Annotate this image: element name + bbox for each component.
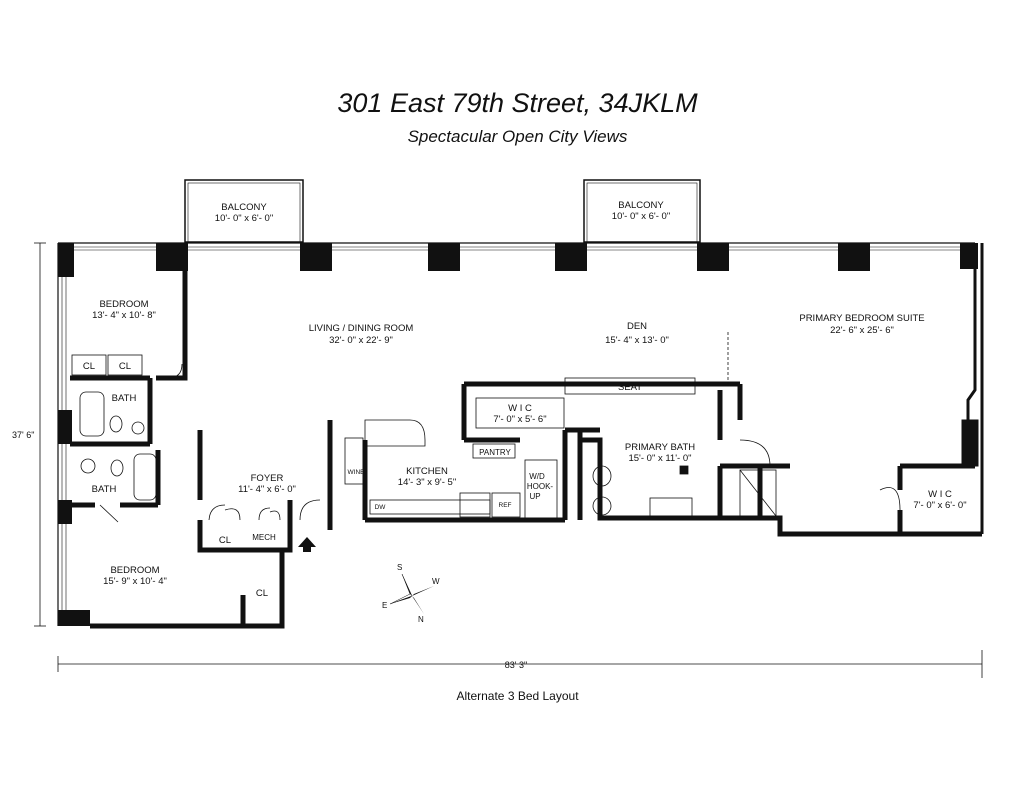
mech-label: MECH <box>252 533 276 542</box>
kitchen-name: KITCHEN <box>406 466 448 477</box>
bath-label-upper: BATH <box>112 393 137 404</box>
dw-label: DW <box>375 504 387 511</box>
compass-n: N <box>418 615 424 624</box>
balcony-left-name: BALCONY <box>221 202 267 213</box>
ref-label: REF <box>499 502 512 509</box>
foyer-size: 11'- 4" x 6'- 0" <box>238 484 296 495</box>
overall-width-dim: 83' 3" <box>505 660 527 670</box>
structural-columns <box>58 243 978 626</box>
balcony-right <box>583 179 701 243</box>
fixtures <box>71 332 901 523</box>
kitchen-size: 14'- 3" x 9'- 5" <box>398 477 456 488</box>
primary-suite-name: PRIMARY BEDROOM SUITE <box>799 313 924 324</box>
compass-rose-icon <box>389 573 434 614</box>
cl-label-3: CL <box>219 535 231 546</box>
plan-title: 301 East 79th Street, 34JKLM <box>337 88 698 118</box>
wine-label: WINE <box>348 469 366 476</box>
pantry-label: PANTRY <box>479 448 511 457</box>
compass-w: W <box>432 577 440 586</box>
exterior-wall-right <box>961 243 984 534</box>
bedroom-top-size: 13'- 4" x 10'- 8" <box>92 310 156 321</box>
den-size: 15'- 4" x 13'- 0" <box>605 335 669 346</box>
cl-label-1: CL <box>83 361 95 372</box>
entry-arrow-icon <box>298 537 316 552</box>
balcony-left-size: 10'- 0" x 6'- 0" <box>215 213 273 224</box>
bedroom-bottom-size: 15'- 9" x 10'- 4" <box>103 576 167 587</box>
plan-caption: Alternate 3 Bed Layout <box>456 689 579 703</box>
bath-label-lower: BATH <box>92 484 117 495</box>
living-name: LIVING / DINING ROOM <box>309 323 414 334</box>
balcony-right-size: 10'- 0" x 6'- 0" <box>612 211 670 222</box>
seat-label: SEAT <box>618 382 642 393</box>
window-wall-top <box>58 242 975 251</box>
cl-label-4: CL <box>256 588 268 599</box>
wd-label-2: HOOK- <box>527 482 554 491</box>
wic-2-name: W I C <box>928 489 952 500</box>
cl-label-2: CL <box>119 361 131 372</box>
den-name: DEN <box>627 321 647 332</box>
wd-label-1: W/D <box>529 472 545 481</box>
plan-subtitle: Spectacular Open City Views <box>407 127 628 146</box>
overall-depth-dim: 37' 6" <box>12 430 34 440</box>
balcony-left <box>184 179 304 243</box>
compass-s: S <box>397 563 402 572</box>
dimension-lines <box>34 242 983 678</box>
wic-1-name: W I C <box>508 403 532 414</box>
balcony-right-name: BALCONY <box>618 200 664 211</box>
interior-walls <box>70 271 982 629</box>
wic-1-size: 7'- 0" x 5'- 6" <box>493 414 546 425</box>
living-size: 32'- 0" x 22'- 9" <box>329 335 393 346</box>
primary-bath-name: PRIMARY BATH <box>625 442 695 453</box>
wic-2-size: 7'- 0" x 6'- 0" <box>913 500 966 511</box>
foyer-name: FOYER <box>251 473 284 484</box>
bedroom-top-name: BEDROOM <box>99 299 148 310</box>
bedroom-bottom-name: BEDROOM <box>110 565 159 576</box>
wd-label-3: UP <box>529 492 540 501</box>
primary-bath-size: 15'- 0" x 11'- 0" <box>628 453 691 464</box>
compass-e: E <box>382 601 387 610</box>
primary-suite-size: 22'- 6" x 25'- 6" <box>830 325 894 336</box>
